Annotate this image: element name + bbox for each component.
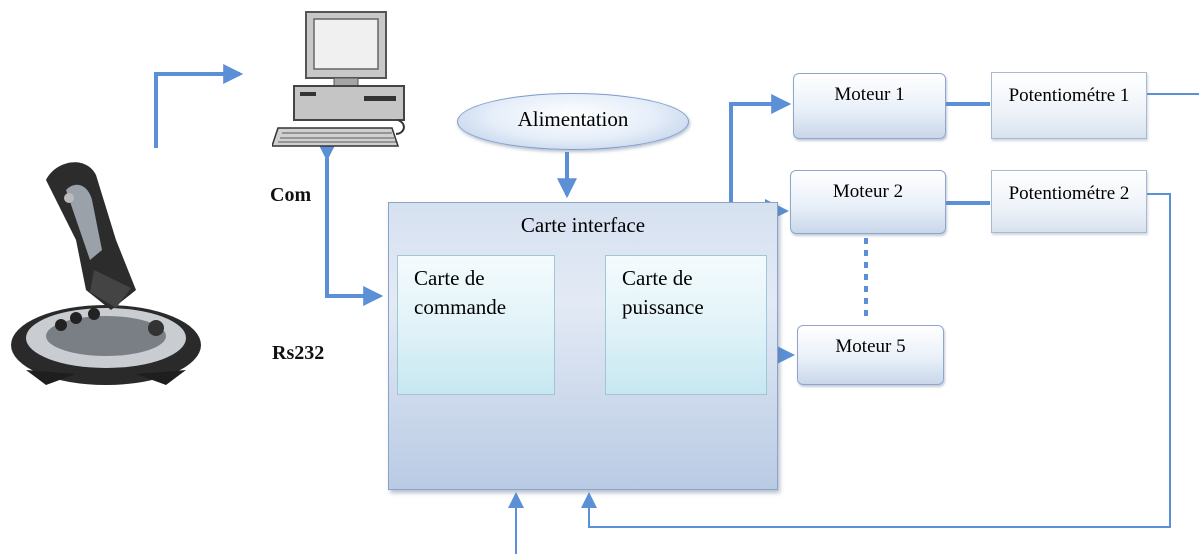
feedback-pot1-down (581, 193, 1171, 528)
power-supply-node: Alimentation (457, 93, 689, 150)
command-card-line-2: commande (414, 295, 507, 319)
interface-card-title: Carte interface (520, 213, 646, 237)
com-label: Com (270, 184, 312, 206)
joystick-icon (11, 162, 201, 385)
power-card-line-1: Carte de (622, 266, 693, 290)
rs232-link (317, 141, 384, 306)
potentiometer-2-box: Potentiométre 2 (991, 170, 1147, 233)
command-card-box: Carte de commande (397, 255, 555, 395)
motor-1-box: Moteur 1 (793, 73, 946, 139)
potentiometer-1-box: Potentiométre 1 (991, 72, 1147, 139)
desktop-computer-icon (272, 11, 405, 147)
motor-2-box: Moteur 2 (790, 170, 946, 234)
motor-5-box: Moteur 5 (797, 325, 944, 385)
power-card-line-2: puissance (622, 295, 704, 319)
to-motor-1-arrow (729, 94, 792, 202)
command-card-line-1: Carte de (414, 266, 485, 290)
power-card-box: Carte de puissance (605, 255, 767, 395)
joystick-to-computer-arrow (154, 64, 244, 148)
rs232-label: Rs232 (272, 342, 325, 364)
